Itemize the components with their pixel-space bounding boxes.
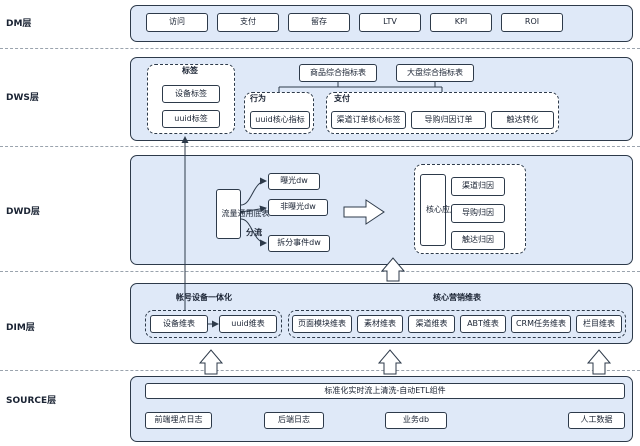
- layer-label-dim: DIM层: [6, 323, 35, 333]
- dim-page-module-table: 页面模块维表: [292, 315, 352, 333]
- dm-item-retention: 留存: [288, 13, 350, 32]
- layer-label-dws: DWS层: [6, 93, 39, 103]
- layer-separator: [0, 370, 640, 371]
- dws-device-tag: 设备标签: [162, 85, 220, 103]
- dws-goods-table: 商品综合指标表: [299, 64, 377, 82]
- dwd-split-event-dw: 拆分事件dw: [268, 235, 330, 252]
- dws-bracket-connector: [278, 82, 443, 92]
- dm-item-kpi: KPI: [430, 13, 492, 32]
- dws-tag-group-title: 标签: [182, 66, 198, 75]
- layer-label-source: SOURCE层: [6, 396, 57, 406]
- layer-separator: [0, 146, 640, 147]
- source-to-dim-arrow-icon-2: [377, 349, 403, 375]
- source-frontend-log: 前端埋点日志: [145, 412, 212, 429]
- dim-marketing-title: 核心营销维表: [433, 293, 481, 302]
- dm-item-visit: 访问: [146, 13, 208, 32]
- layer-separator: [0, 48, 640, 49]
- dws-market-table: 大盘综合指标表: [396, 64, 474, 82]
- dim-crm-task-table: CRM任务维表: [511, 315, 571, 333]
- dws-behavior-title: 行为: [250, 94, 266, 103]
- dwd-exposure-dw: 曝光dw: [268, 173, 320, 190]
- source-to-dim-arrow-icon-1: [198, 349, 224, 375]
- source-to-dim-arrow-icon-3: [586, 349, 612, 375]
- dws-guide-order: 导购归因订单: [411, 111, 486, 129]
- dim-device-table: 设备维表: [150, 315, 208, 333]
- dws-pay-title: 支付: [334, 94, 350, 103]
- source-business-db: 业务db: [385, 412, 447, 429]
- dwd-big-arrow-icon: [343, 199, 385, 225]
- layer-separator: [0, 271, 640, 272]
- dws-touch-conversion: 触达转化: [491, 111, 554, 129]
- layer-label-dm: DM层: [6, 19, 32, 29]
- dm-item-ltv: LTV: [359, 13, 421, 32]
- dwd-channel-attribution: 渠道归因: [451, 177, 505, 196]
- dm-item-pay: 支付: [217, 13, 279, 32]
- source-backend-log: 后端日志: [264, 412, 324, 429]
- dwd-touch-attribution: 触达归因: [451, 231, 505, 250]
- dws-uuid-tag: uuid标签: [162, 110, 220, 128]
- dim-material-table: 素材维表: [357, 315, 403, 333]
- dws-uuid-core-metric: uuid核心指标: [250, 111, 310, 129]
- source-manual-data: 人工数据: [568, 412, 625, 429]
- dim-device-title: 帐号设备一体化: [176, 293, 232, 302]
- dwd-guide-attribution: 导购归因: [451, 204, 505, 223]
- dws-channel-order-tag: 渠道订单核心标签: [331, 111, 406, 129]
- dim-column-table: 栏目维表: [576, 315, 622, 333]
- dim-channel-table: 渠道维表: [408, 315, 455, 333]
- dwd-non-exposure-dw: 非曝光dw: [268, 199, 328, 216]
- dim-abt-table: ABT维表: [460, 315, 506, 333]
- layer-label-dwd: DWD层: [6, 207, 40, 217]
- dim-to-dwd-arrow-icon: [380, 257, 406, 282]
- source-etl-bar: 标准化实时流上清洗-自动ETL组件: [145, 383, 625, 399]
- dm-item-roi: ROI: [501, 13, 563, 32]
- dim-uuid-table: uuid维表: [219, 315, 277, 333]
- dwd-split-connectors: [240, 177, 267, 247]
